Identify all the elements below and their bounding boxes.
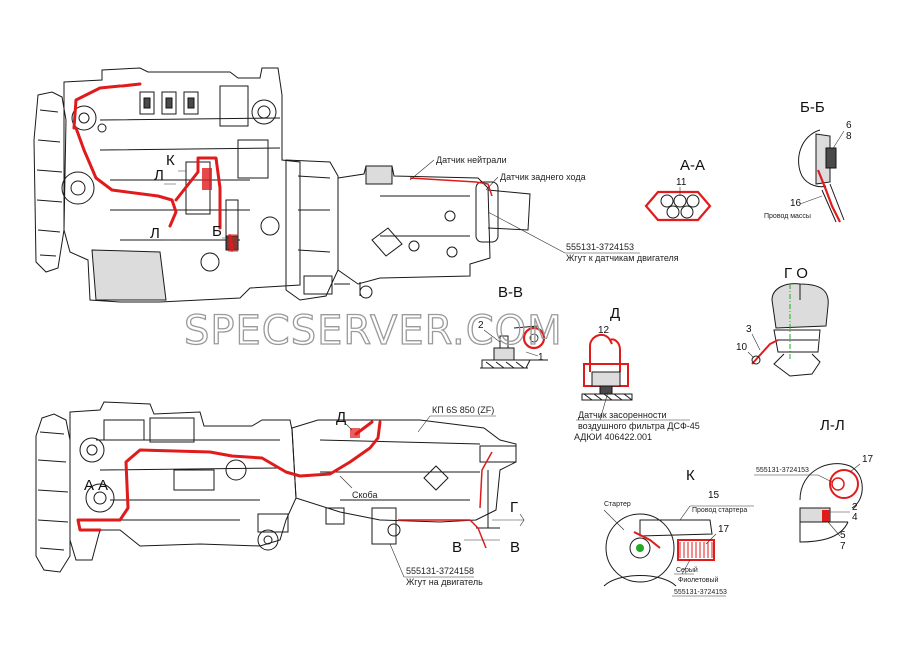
label-gearbox: КП 6S 850 (ZF)	[432, 405, 494, 415]
section-mark-v1: В	[452, 539, 462, 556]
section-vv-title: В-В	[498, 284, 523, 301]
section-ll-num-5: 5	[840, 530, 846, 541]
label-sensor-reverse: Датчик заднего хода	[500, 172, 586, 182]
section-mark-k: К	[166, 152, 175, 169]
oil-pan-top	[91, 249, 167, 301]
section-mark-a1: А	[84, 477, 94, 494]
section-mark-l1: Л	[154, 167, 164, 184]
label-harness-code-top: 555131-3724153	[566, 242, 634, 252]
section-mark-g: Г	[510, 499, 518, 516]
label-sensor-neutral: Датчик нейтрали	[436, 155, 507, 165]
section-mark-l2: Л	[150, 225, 160, 242]
section-bb-num-6: 6	[846, 120, 852, 131]
section-aa-num-11: 11	[676, 177, 687, 188]
section-k-num-17: 17	[718, 524, 730, 535]
section-ll-num-4: 4	[852, 512, 858, 523]
engine-block-top	[63, 67, 301, 303]
section-bb-num-8: 8	[846, 131, 852, 142]
section-d-caption-3: АДЮИ 406422.001	[574, 432, 652, 442]
top-engine-view: К Л Л Б Датчик нейтрали Датчик заднего х…	[33, 67, 679, 303]
label-harness-code-bottom: 555131-3724158	[406, 566, 474, 576]
section-mark-d: Д	[336, 409, 346, 426]
section-l-l: Л-Л 555131-3724153 17 2 4 5 7	[754, 417, 874, 552]
section-bb-wire-label: Провод массы	[764, 213, 811, 220]
gearbox-top	[337, 165, 491, 285]
section-mark-b: Б	[212, 223, 222, 240]
section-k-starter: Стартер	[604, 501, 631, 508]
section-g-o: Г О 3 10	[736, 265, 829, 377]
neutral-sensor-housing	[365, 165, 393, 185]
section-go-num-10: 10	[736, 342, 748, 353]
harness-wire-bottom	[76, 420, 382, 532]
section-go-title: Г О	[784, 265, 808, 282]
output-shaft-top	[487, 189, 531, 231]
section-vv-num-1: 1	[538, 352, 544, 363]
harness-wire-top	[72, 82, 222, 230]
section-vv-num-2: 2	[478, 320, 484, 331]
section-d: Д 12 Датчик засоренности воздушного филь…	[574, 305, 700, 442]
section-bb-num-16: 16	[790, 198, 802, 209]
section-d-num-12: 12	[598, 325, 610, 336]
cylinder-head-top	[139, 85, 277, 179]
fan-bottom	[35, 413, 71, 573]
label-bracket: Скоба	[352, 490, 378, 500]
section-ll-num-2: 2	[852, 502, 858, 513]
section-ll-num-7: 7	[840, 541, 846, 552]
label-harness-name-bottom: Жгут на двигатель	[406, 577, 483, 587]
section-d-caption-1: Датчик засоренности	[578, 410, 667, 420]
section-k-violet: Фиолетовый	[678, 576, 718, 584]
section-b-b: Б-Б 6 8 16 Провод массы	[764, 99, 852, 223]
section-ll-num-17: 17	[862, 454, 874, 465]
section-k-starter-wire: Провод стартера	[692, 507, 747, 514]
section-k: К 15 Провод стартера Стартер 17 Серый Фи…	[603, 467, 754, 597]
section-mark-v2: В	[510, 539, 520, 556]
section-d-title: Д	[610, 305, 620, 322]
section-k-harness-code: 555131-3724153	[674, 589, 727, 596]
section-ll-title: Л-Л	[820, 417, 845, 434]
section-v-v: В-В 2 1	[478, 284, 548, 369]
section-go-num-3: 3	[746, 324, 752, 335]
section-k-title: К	[686, 467, 695, 484]
section-bb-title: Б-Б	[800, 99, 825, 116]
bottom-engine-view: А А Д Г В В КП 6S 850 (ZF) Скоба 555131-…	[35, 401, 525, 587]
label-harness-name-top: Жгут к датчикам двигателя	[566, 253, 679, 263]
section-mark-a2: А	[98, 477, 108, 494]
bellhousing-top	[285, 159, 339, 301]
fan-top	[33, 91, 67, 273]
section-aa-title: А-А	[680, 157, 705, 174]
pulley-top	[71, 105, 97, 131]
gearbox-bottom	[291, 419, 517, 523]
watermark: SPECSERVER.COM	[184, 308, 563, 354]
section-k-num-15: 15	[708, 490, 720, 501]
section-k-grey: Серый	[676, 566, 698, 574]
sensor-block-bottom	[371, 507, 397, 545]
section-d-caption-2: воздушного фильтра ДСФ-45	[578, 421, 700, 431]
section-a-a: А-А 11	[644, 157, 712, 222]
section-ll-harness-code: 555131-3724153	[756, 467, 809, 474]
